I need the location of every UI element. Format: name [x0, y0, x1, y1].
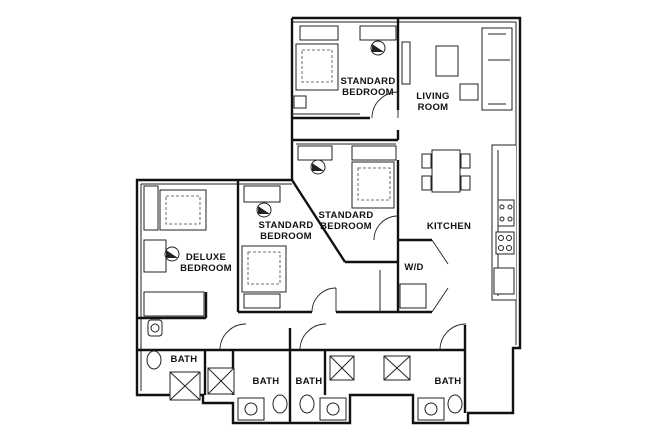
deluxe-bedroom-walls: [137, 185, 208, 320]
label-bath-2: BATH: [252, 376, 280, 387]
deluxe-line2: BEDROOM: [180, 263, 232, 274]
sink-icon: [237, 397, 445, 421]
bedroom-mid-line1: STANDARD: [318, 210, 374, 221]
bedroom-top-line2: BEDROOM: [342, 87, 394, 98]
label-kitchen: KITCHEN: [426, 221, 472, 232]
shower-fixtures: [169, 355, 411, 401]
label-bedroom-top: STANDARD BEDROOM: [338, 76, 398, 98]
bedroom-top-line1: STANDARD: [340, 76, 396, 87]
bedroom-left-line2: BEDROOM: [260, 231, 312, 242]
living-room-furniture: [401, 27, 513, 111]
label-bath-4: BATH: [434, 376, 462, 387]
top-bedroom-walls: [292, 18, 400, 140]
kitchen-counter: [491, 144, 516, 301]
middle-bedroom-walls: [290, 138, 400, 264]
label-bath-3: BATH: [295, 376, 323, 387]
living-line1: LIVING: [416, 91, 450, 102]
label-deluxe-bedroom: DELUXE BEDROOM: [176, 252, 236, 274]
living-line2: ROOM: [417, 102, 449, 113]
chair-icon: [370, 40, 386, 56]
label-bedroom-middle: STANDARD BEDROOM: [316, 210, 376, 232]
chair-icon: [310, 159, 326, 175]
bathroom-walls: [137, 323, 467, 423]
toilet-icon: [146, 319, 463, 414]
left-bedroom-walls: [236, 180, 337, 314]
label-living-room: LIVING ROOM: [408, 91, 458, 113]
chair-icon: [164, 246, 180, 262]
label-wd: W/D: [404, 262, 424, 273]
chair-icon: [256, 202, 272, 218]
laundry-area: [336, 238, 449, 314]
dining-table: [421, 149, 471, 193]
deluxe-line1: DELUXE: [185, 252, 227, 263]
bedroom-mid-line2: BEDROOM: [320, 221, 372, 232]
label-bath-1: BATH: [170, 354, 198, 365]
label-bedroom-left: STANDARD BEDROOM: [256, 220, 316, 242]
bedroom-left-line1: STANDARD: [258, 220, 314, 231]
